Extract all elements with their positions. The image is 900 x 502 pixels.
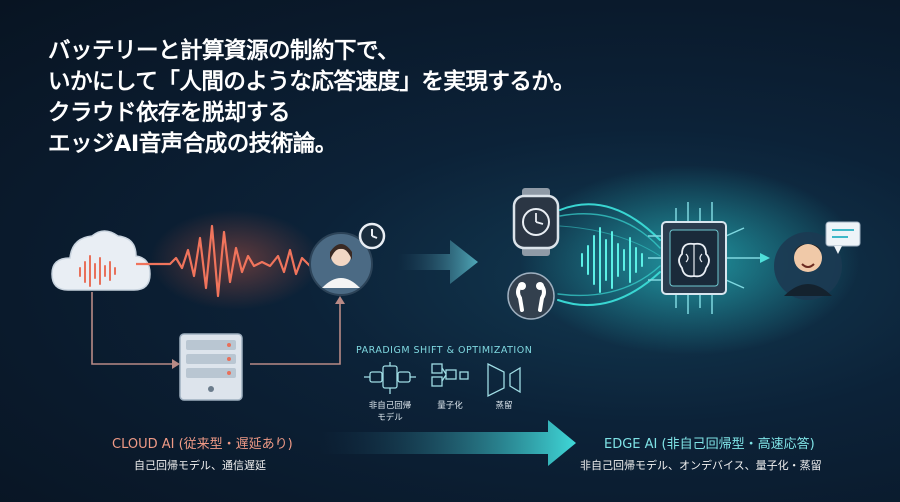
speech-bubble-icon [825, 221, 861, 254]
smartwatch-icon [512, 188, 560, 256]
headline: バッテリーと計算資源の制約下で、 いかにして「人間のような応答速度」を実現するか… [48, 36, 575, 160]
edge-waveform [581, 227, 643, 293]
network-icon [364, 362, 416, 394]
technique-label-line: モデル [377, 413, 403, 423]
earbuds-icon [507, 272, 555, 320]
ai-chip-icon [648, 202, 760, 314]
arrow-to-server [172, 359, 180, 369]
user-avatar [309, 232, 373, 296]
arrow-to-user [335, 296, 345, 304]
cloud-server-connector [91, 292, 341, 365]
output-arrows [760, 253, 770, 263]
technique-label-line: 非自己回帰 [368, 401, 412, 411]
technique-label-quantization: 量子化 [437, 400, 463, 412]
quantization-icon [431, 363, 469, 387]
speaking-person-avatar [774, 232, 842, 300]
headline-line-4: エッジAI音声合成の技術論。 [48, 131, 337, 157]
cloud-ai-title: CLOUD AI (従来型・遅延あり) [112, 437, 293, 452]
technique-label-line: 量子化 [437, 401, 463, 411]
edge-ai-title: EDGE AI (非自己回帰型・高速応答) [604, 437, 815, 452]
transition-arrow [398, 240, 478, 284]
server-icon [179, 333, 243, 401]
headline-line-1: バッテリーと計算資源の制約下で、 [48, 38, 400, 64]
latency-waveform [136, 224, 323, 298]
technique-label-distillation: 蒸留 [495, 400, 512, 412]
cloud-to-edge-arrow [320, 420, 576, 466]
edge-signal-streams [557, 203, 661, 307]
paradigm-label: PARADIGM SHIFT & OPTIMIZATION [356, 345, 533, 356]
headline-line-2: いかにして「人間のような応答速度」を実現するか。 [48, 69, 575, 95]
headline-line-3: クラウド依存を脱却する [48, 100, 291, 126]
distillation-icon [487, 362, 521, 398]
cloud-ai-subtitle: 自己回帰モデル、通信遅延 [134, 459, 266, 472]
cloud-icon [51, 230, 151, 291]
technique-label-nar: 非自己回帰 モデル [369, 400, 412, 424]
clock-icon [358, 222, 386, 250]
technique-label-line: 蒸留 [495, 401, 513, 411]
edge-ai-subtitle: 非自己回帰モデル、オンデバイス、量子化・蒸留 [580, 459, 822, 472]
